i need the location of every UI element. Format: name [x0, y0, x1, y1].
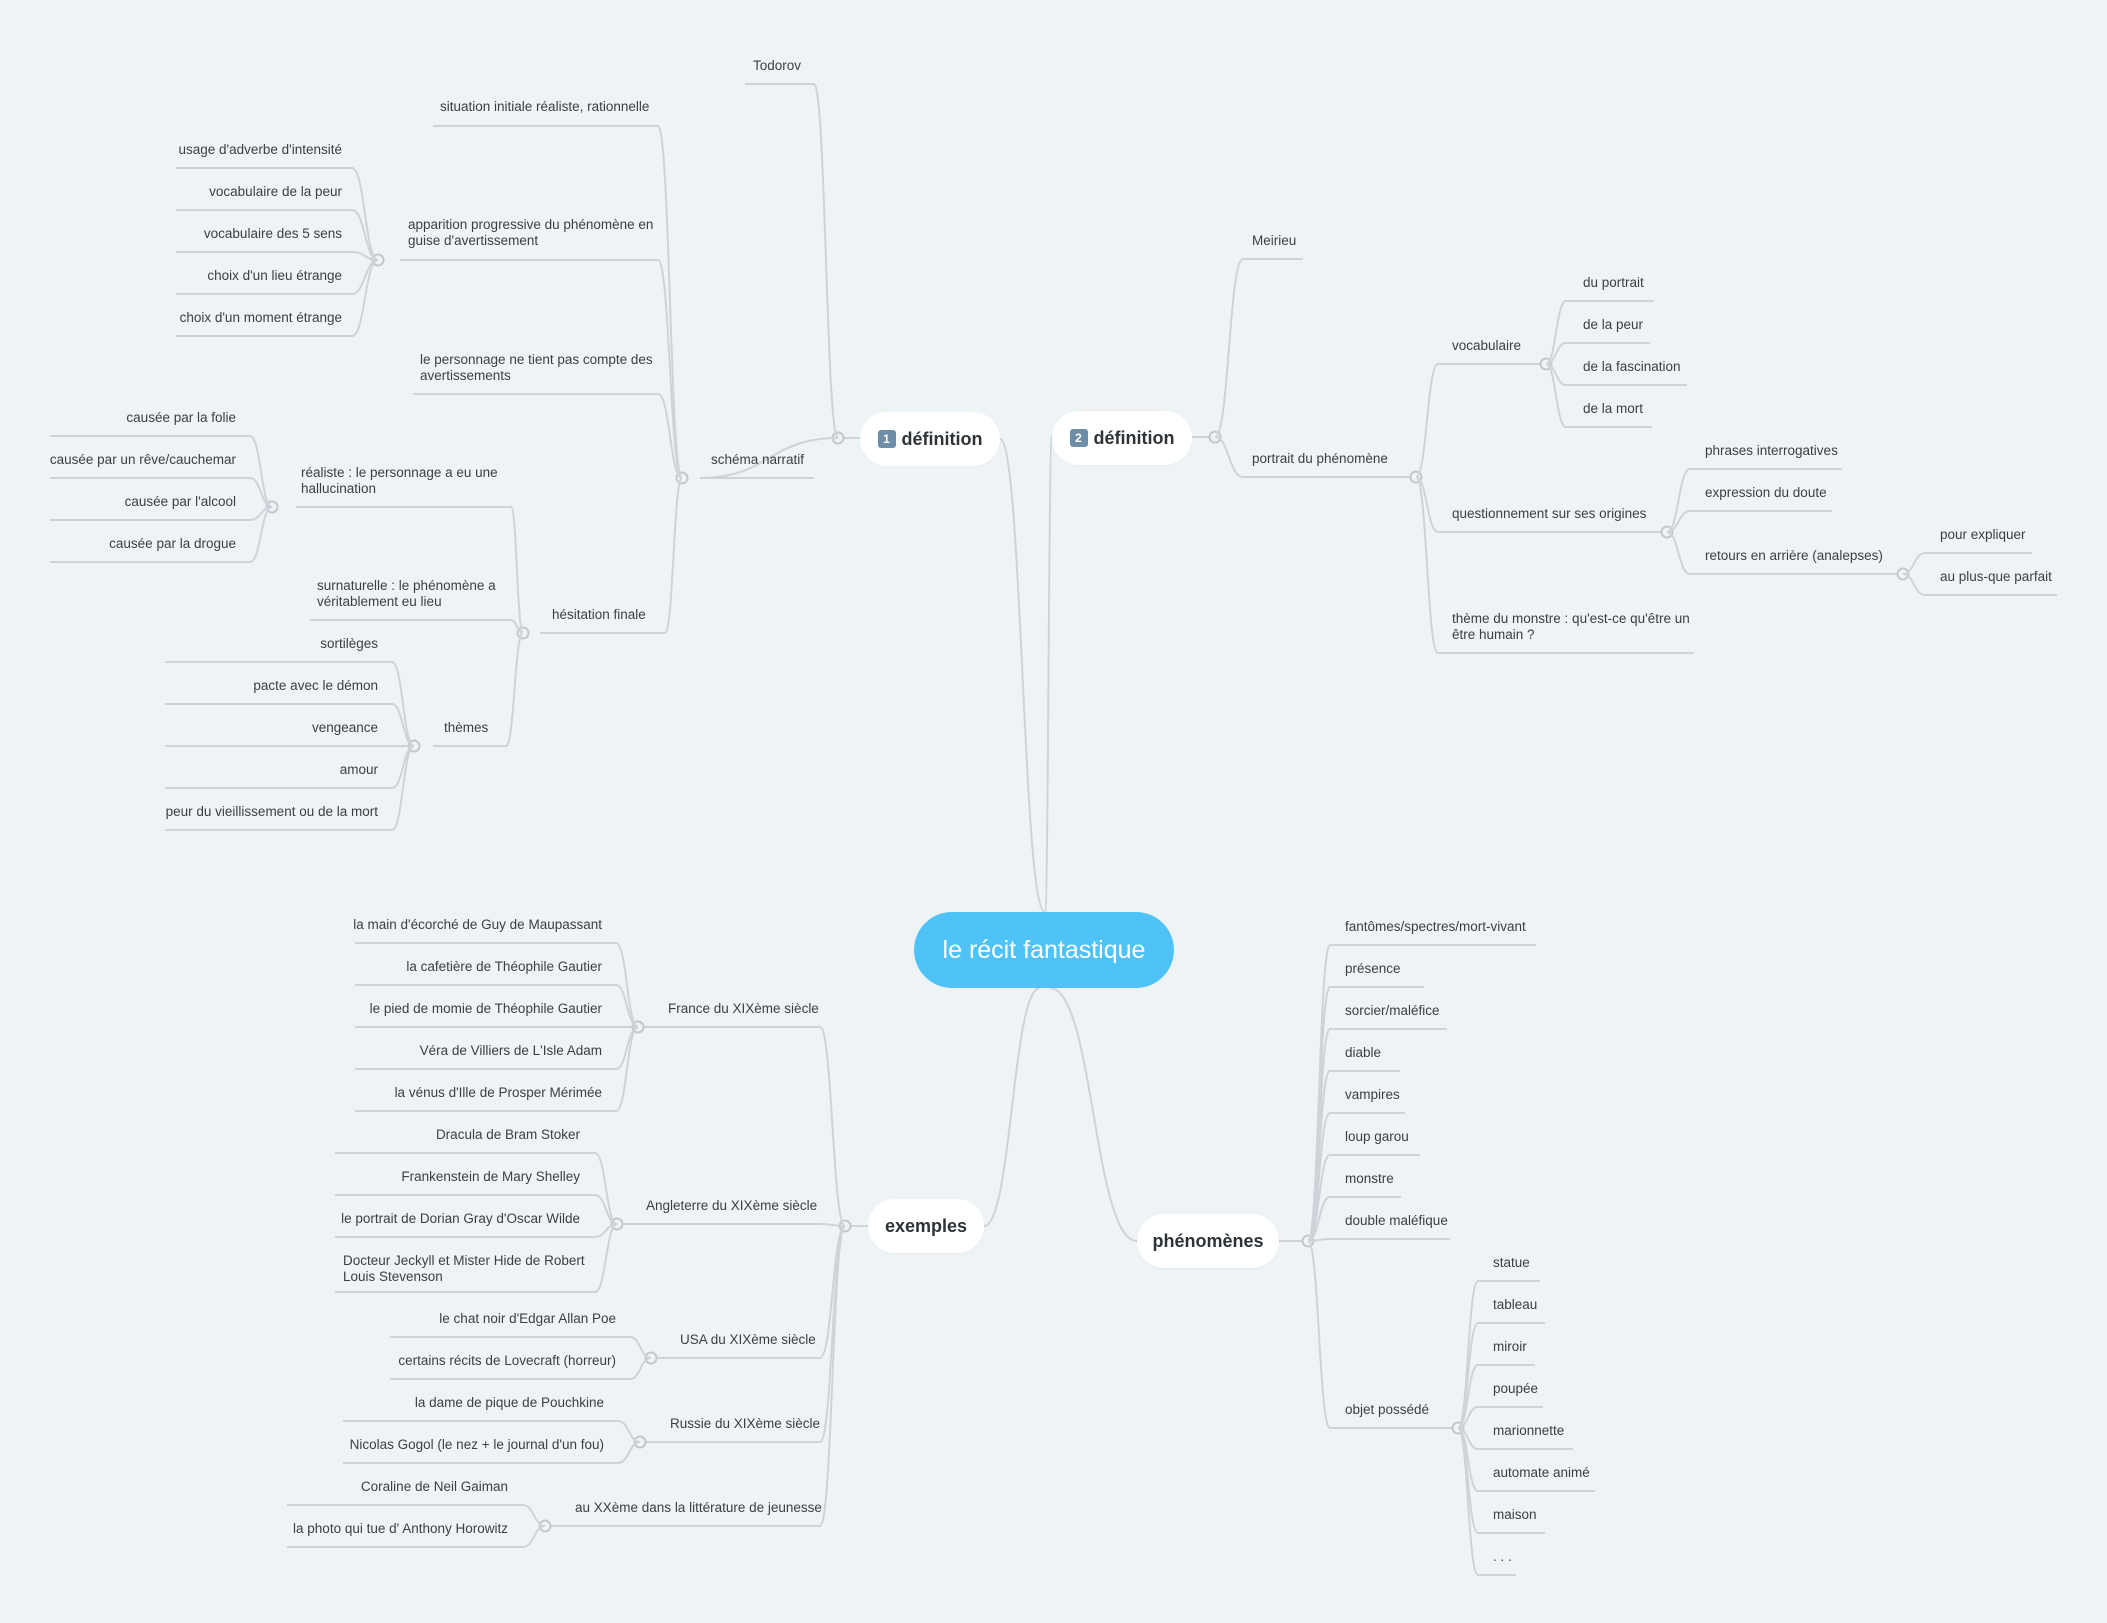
- node-meirieu[interactable]: Meirieu: [1252, 233, 1297, 248]
- node-loup-garou[interactable]: loup garou: [1345, 1129, 1409, 1144]
- node-chat-noir[interactable]: le chat noir d'Edgar Allan Poe: [439, 1311, 616, 1326]
- node-dame-pique[interactable]: la dame de pique de Pouchkine: [414, 1395, 604, 1410]
- branch-label: phénomènes: [1152, 1230, 1264, 1251]
- node-vocab-sens[interactable]: vocabulaire des 5 sens: [203, 226, 342, 241]
- node-double-malefique[interactable]: double maléfique: [1345, 1213, 1448, 1228]
- node-todorov[interactable]: Todorov: [753, 58, 802, 73]
- node-statue[interactable]: statue: [1493, 1255, 1530, 1270]
- node-alcool[interactable]: causée par l'alcool: [124, 494, 236, 509]
- node-presence[interactable]: présence: [1345, 961, 1401, 976]
- node-personnage[interactable]: le personnage ne tient pas compte des av…: [420, 352, 653, 383]
- node-portrait-phenomene[interactable]: portrait du phénomène: [1252, 451, 1388, 466]
- node-russie[interactable]: Russie du XIXème siècle: [670, 1416, 821, 1431]
- node-diable[interactable]: diable: [1345, 1045, 1382, 1060]
- node-jeckyll[interactable]: Docteur Jeckyll et Mister Hide de Robert…: [343, 1253, 585, 1284]
- node-dorian-gray[interactable]: le portrait de Dorian Gray d'Oscar Wilde: [341, 1211, 580, 1226]
- branch-definition-1[interactable]: 1 définition: [860, 412, 1000, 466]
- node-realiste[interactable]: réaliste : le personnage a eu une halluc…: [301, 465, 498, 496]
- node-folie[interactable]: causée par la folie: [126, 410, 236, 425]
- node-lieu-etrange[interactable]: choix d'un lieu étrange: [207, 268, 342, 283]
- node-de-la-fascination[interactable]: de la fascination: [1583, 359, 1681, 374]
- node-france[interactable]: France du XIXème siècle: [668, 1001, 819, 1016]
- node-schema-narratif[interactable]: schéma narratif: [711, 452, 805, 467]
- node-vieillissement[interactable]: peur du vieillissement ou de la mort: [165, 804, 378, 819]
- node-retours-arriere[interactable]: retours en arrière (analepses): [1705, 548, 1883, 563]
- node-de-la-peur[interactable]: de la peur: [1583, 317, 1644, 332]
- node-vera[interactable]: Véra de Villiers de L'Isle Adam: [419, 1043, 602, 1058]
- branch-exemples[interactable]: exemples: [868, 1199, 984, 1253]
- node-tableau[interactable]: tableau: [1493, 1297, 1538, 1312]
- number-2-icon: 2: [1069, 429, 1088, 447]
- node-apparition[interactable]: apparition progressive du phénomène en g…: [408, 217, 654, 248]
- node-vocabulaire[interactable]: vocabulaire: [1452, 338, 1522, 353]
- node-objet-possede[interactable]: objet possédé: [1345, 1402, 1430, 1417]
- node-maison[interactable]: maison: [1493, 1507, 1537, 1522]
- node-frankenstein[interactable]: Frankenstein de Mary Shelley: [401, 1169, 580, 1184]
- node-theme-monstre[interactable]: thème du monstre : qu'est-ce qu'être un …: [1452, 611, 1690, 642]
- node-surnaturelle[interactable]: surnaturelle : le phénomène a véritablem…: [317, 578, 496, 609]
- node-expression-doute[interactable]: expression du doute: [1705, 485, 1827, 500]
- node-main-ecorche[interactable]: la main d'écorché de Guy de Maupassant: [353, 917, 602, 932]
- node-vampires[interactable]: vampires: [1345, 1087, 1400, 1102]
- node-angleterre[interactable]: Angleterre du XIXème siècle: [646, 1198, 818, 1213]
- node-drogue[interactable]: causée par la drogue: [109, 536, 236, 551]
- node-coraline[interactable]: Coraline de Neil Gaiman: [360, 1479, 508, 1494]
- node-reve[interactable]: causée par un rêve/cauchemar: [49, 452, 236, 467]
- node-poupee[interactable]: poupée: [1493, 1381, 1539, 1396]
- node-vocab-peur[interactable]: vocabulaire de la peur: [209, 184, 342, 199]
- node-lovecraft[interactable]: certains récits de Lovecraft (horreur): [398, 1353, 616, 1368]
- node-hesitation[interactable]: hésitation finale: [552, 607, 646, 622]
- node-de-la-mort[interactable]: de la mort: [1583, 401, 1644, 416]
- node-pied-momie[interactable]: le pied de momie de Théophile Gautier: [369, 1001, 602, 1016]
- node-automate[interactable]: automate animé: [1493, 1465, 1590, 1480]
- node-photo-tue[interactable]: la photo qui tue d' Anthony Horowitz: [293, 1521, 508, 1536]
- number-1-icon: 1: [877, 430, 896, 448]
- node-phrases-interrogatives[interactable]: phrases interrogatives: [1705, 443, 1838, 458]
- node-xxeme[interactable]: au XXème dans la littérature de jeunesse: [575, 1500, 822, 1515]
- node-marionnette[interactable]: marionnette: [1493, 1423, 1565, 1438]
- node-situation-initiale[interactable]: situation initiale réaliste, rationnelle: [440, 99, 650, 114]
- node-amour[interactable]: amour: [339, 762, 378, 777]
- node-moment-etrange[interactable]: choix d'un moment étrange: [179, 310, 342, 325]
- node-gogol[interactable]: Nicolas Gogol (le nez + le journal d'un …: [349, 1437, 604, 1452]
- node-pacte[interactable]: pacte avec le démon: [253, 678, 378, 693]
- branch-definition-2[interactable]: 2 définition: [1052, 411, 1192, 465]
- node-du-portrait[interactable]: du portrait: [1583, 275, 1644, 290]
- node-themes[interactable]: thèmes: [444, 720, 489, 735]
- node-vengeance[interactable]: vengeance: [311, 720, 378, 735]
- branch-label: définition: [901, 428, 983, 449]
- branch-label: exemples: [884, 1215, 968, 1236]
- central-topic[interactable]: le récit fantastique: [914, 912, 1174, 988]
- branch-label: définition: [1093, 427, 1175, 448]
- node-fantomes[interactable]: fantômes/spectres/mort-vivant: [1345, 919, 1526, 934]
- branch-phenomenes[interactable]: phénomènes: [1137, 1214, 1279, 1268]
- node-pour-expliquer[interactable]: pour expliquer: [1940, 527, 2026, 542]
- node-monstre[interactable]: monstre: [1345, 1171, 1394, 1186]
- node-dracula[interactable]: Dracula de Bram Stoker: [435, 1127, 580, 1142]
- node-sortileges[interactable]: sortilèges: [320, 636, 378, 651]
- node-questionnement[interactable]: questionnement sur ses origines: [1452, 506, 1647, 521]
- node-adverbe[interactable]: usage d'adverbe d'intensité: [178, 142, 342, 157]
- node-ellipsis[interactable]: . . .: [1493, 1549, 1512, 1564]
- node-venus-ille[interactable]: la vénus d'Ille de Prosper Mérimée: [394, 1085, 602, 1100]
- node-usa[interactable]: USA du XIXème siècle: [680, 1332, 816, 1347]
- node-miroir[interactable]: miroir: [1493, 1339, 1527, 1354]
- node-plus-que-parfait[interactable]: au plus-que parfait: [1940, 569, 2052, 584]
- node-sorcier[interactable]: sorcier/maléfice: [1345, 1003, 1440, 1018]
- node-cafetiere[interactable]: la cafetière de Théophile Gautier: [406, 959, 602, 974]
